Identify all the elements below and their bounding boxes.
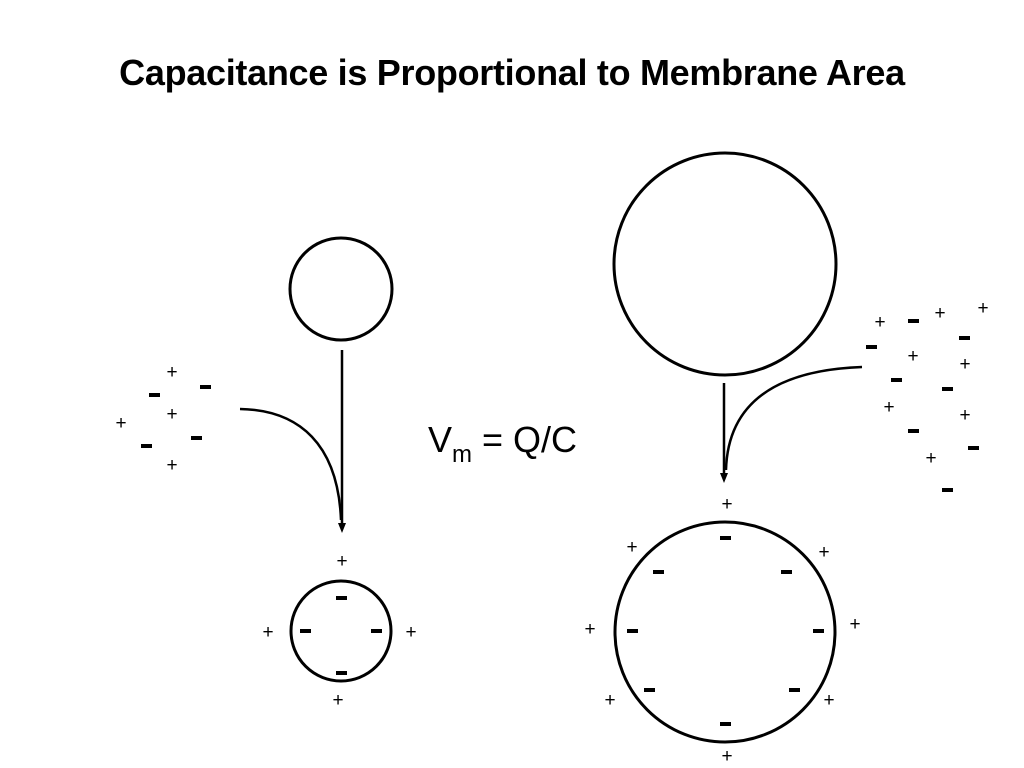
left-ion-cloud: + + + + xyxy=(115,362,211,476)
small-cell-uncharged xyxy=(288,236,394,342)
equation-rhs: = Q/C xyxy=(472,419,577,460)
small-cell-charged xyxy=(289,579,393,683)
negative-charge xyxy=(336,596,347,600)
positive-charge: + xyxy=(959,405,970,426)
positive-charge: + xyxy=(166,362,177,383)
large-ion-flow-curve xyxy=(724,365,863,471)
negative-charge xyxy=(191,436,202,440)
right-ion-cloud: + + + + + + + + xyxy=(866,298,989,492)
positive-charge: + xyxy=(934,303,945,324)
positive-charge: + xyxy=(405,622,416,643)
negative-charge xyxy=(371,629,382,633)
negative-charge xyxy=(942,488,953,492)
positive-charge: + xyxy=(959,354,970,375)
positive-charge: + xyxy=(584,619,595,640)
negative-charge xyxy=(720,536,731,540)
negative-charge xyxy=(627,629,638,633)
positive-charge: + xyxy=(166,455,177,476)
positive-charge: + xyxy=(262,622,273,643)
positive-charge: + xyxy=(977,298,988,319)
positive-charge: + xyxy=(874,312,885,333)
positive-charge: + xyxy=(332,690,343,711)
negative-charge xyxy=(908,429,919,433)
negative-charge xyxy=(336,671,347,675)
positive-charge: + xyxy=(721,746,732,767)
positive-charge: + xyxy=(818,542,829,563)
large-cell-charged xyxy=(613,520,837,744)
small-cell-charges: + + + + xyxy=(262,551,416,711)
positive-charge: + xyxy=(849,614,860,635)
positive-charge: + xyxy=(721,494,732,515)
negative-charge xyxy=(300,629,311,633)
negative-charge xyxy=(959,336,970,340)
negative-charge xyxy=(891,378,902,382)
negative-charge xyxy=(720,722,731,726)
negative-charge xyxy=(653,570,664,574)
negative-charge xyxy=(789,688,800,692)
equation-subscript: m xyxy=(452,441,472,468)
small-ion-flow-curve xyxy=(239,407,343,521)
negative-charge xyxy=(908,319,919,323)
positive-charge: + xyxy=(336,551,347,572)
positive-charge: + xyxy=(823,690,834,711)
negative-charge xyxy=(200,385,211,389)
negative-charge xyxy=(141,444,152,448)
negative-charge xyxy=(968,446,979,450)
negative-charge xyxy=(813,629,824,633)
negative-charge xyxy=(644,688,655,692)
positive-charge: + xyxy=(626,537,637,558)
positive-charge: + xyxy=(115,413,126,434)
negative-charge xyxy=(781,570,792,574)
negative-charge xyxy=(149,393,160,397)
positive-charge: + xyxy=(604,690,615,711)
equation-label: Vm = Q/C xyxy=(428,419,577,468)
positive-charge: + xyxy=(907,346,918,367)
positive-charge: + xyxy=(166,404,177,425)
large-cell-charges: + + + + + + + + xyxy=(584,494,860,767)
large-cell-uncharged xyxy=(612,151,838,377)
negative-charge xyxy=(942,387,953,391)
positive-charge: + xyxy=(883,397,894,418)
positive-charge: + xyxy=(925,448,936,469)
equation-variable: V xyxy=(428,419,452,460)
slide-title: Capacitance is Proportional to Membrane … xyxy=(119,52,905,93)
negative-charge xyxy=(866,345,877,349)
